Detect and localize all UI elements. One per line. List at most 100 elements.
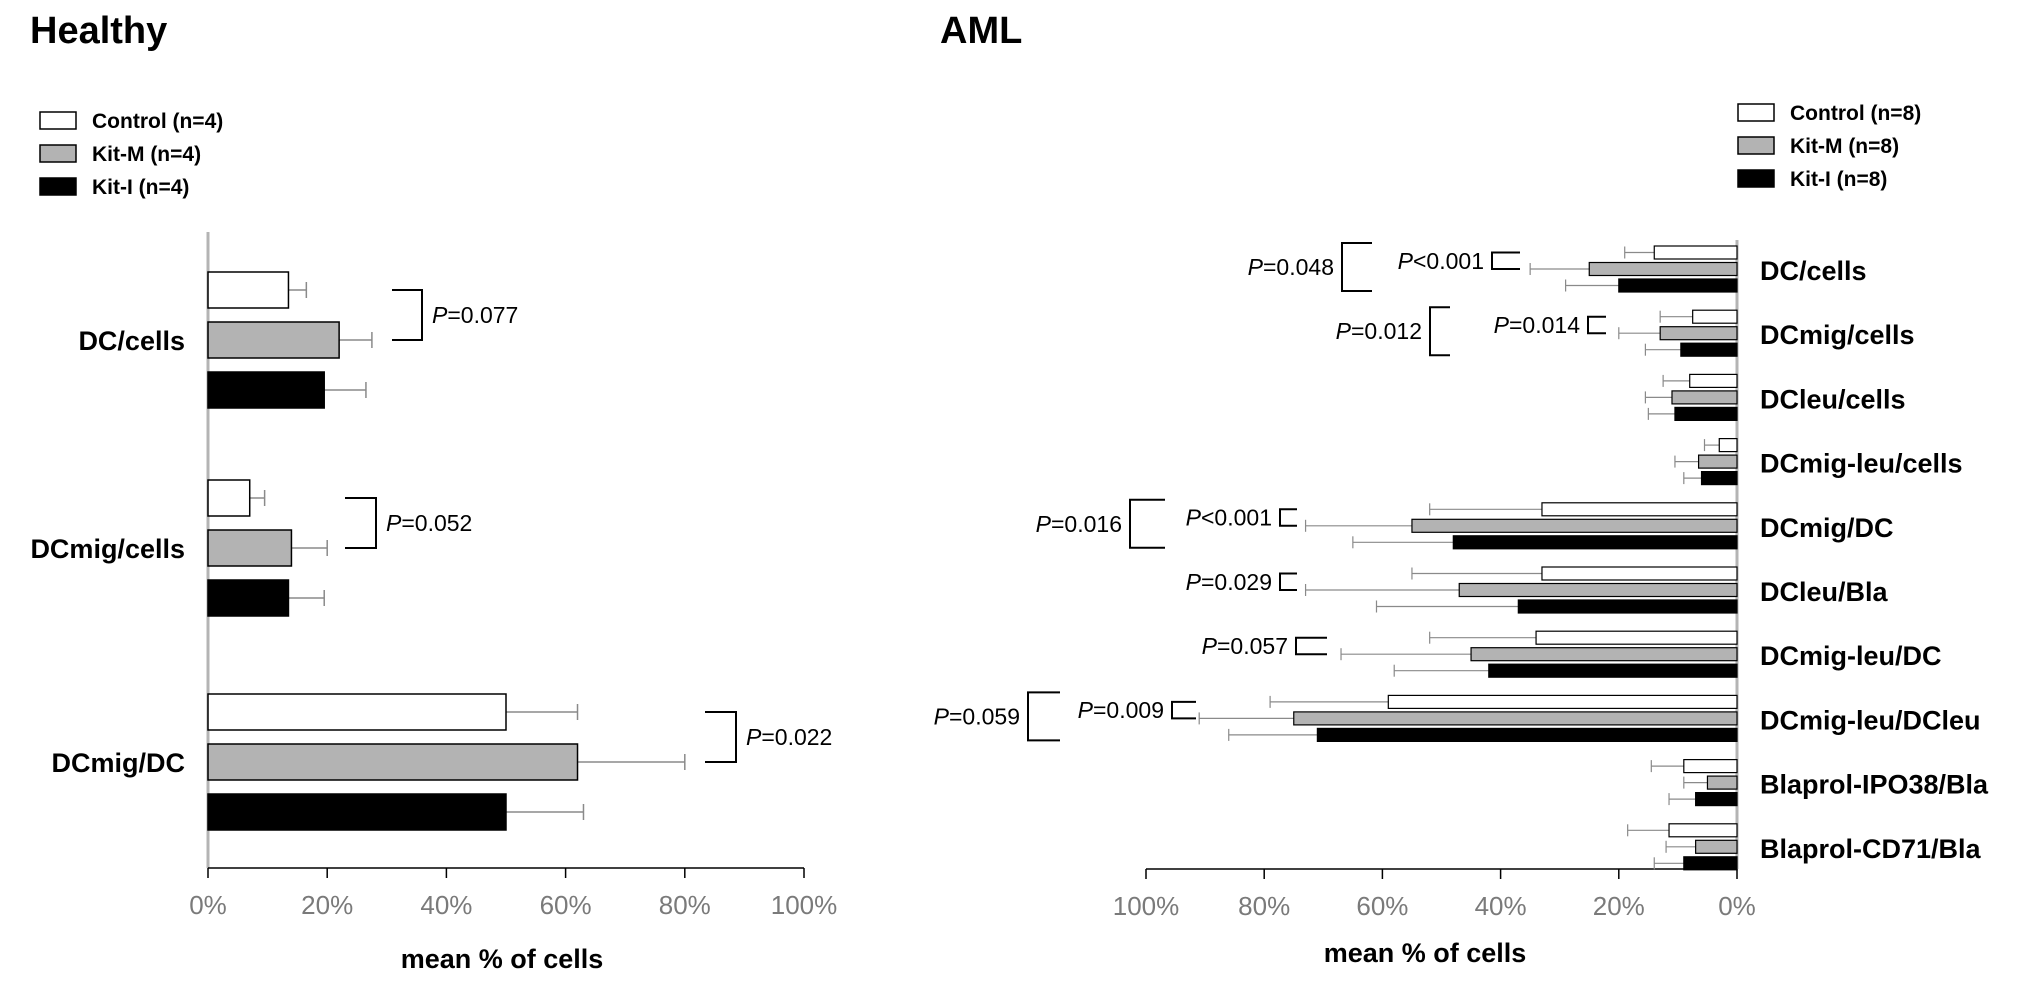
healthy-p-value-value: =0.052 [401,510,472,536]
aml-p-value-value: =0.059 [949,703,1020,729]
aml-chart: Control (n=8)Kit-M (n=8)Kit-I (n=8)100%8… [934,102,1989,921]
aml-p-value: P<0.001 [1398,248,1484,274]
aml-significance-bracket [1171,700,1196,720]
aml-legend-swatch-kit-m [1737,136,1775,155]
aml-x-tick-label: 80% [1238,891,1290,921]
aml-p-value: P=0.059 [934,703,1020,729]
aml-bar-kit-m [1697,454,1738,469]
aml-bar-control [1668,823,1738,838]
aml-bar-kit-m [1293,711,1738,726]
aml-bar-control [1541,566,1738,581]
aml-p-value-value: =0.057 [1217,633,1288,659]
healthy-chart: Control (n=4)Kit-M (n=4)Kit-I (n=4)0%20%… [30,110,837,920]
aml-p-value-value: =0.014 [1509,312,1580,338]
healthy-bar-kit-i [207,371,325,409]
aml-bar-kit-m [1588,261,1738,277]
healthy-significance-bracket [345,497,377,549]
healthy-bar-kit-i [207,579,290,617]
healthy-x-tick-label: 60% [540,890,592,920]
aml-p-value-value: =0.029 [1201,569,1272,595]
aml-title: AML [940,10,1022,52]
aml-significance-bracket [1279,572,1297,591]
aml-category-label-dcmig-leu-cells: DCmig-leu/cells [1760,449,1963,479]
aml-bar-kit-i [1680,342,1738,357]
aml-category-label-dcmig-leu-dcleu: DCmig-leu/DCleu [1760,705,1981,735]
healthy-bar-kit-m [207,529,293,567]
aml-significance-bracket [1279,508,1297,527]
healthy-p-value-value: =0.022 [761,724,832,750]
healthy-category-label-dcmig-dc: DCmig/DC [52,748,186,778]
aml-legend-label-control: Control (n=8) [1790,102,1921,125]
healthy-p-value: P=0.052 [386,510,472,536]
aml-p-value: P=0.029 [1186,569,1272,595]
aml-bar-kit-m [1695,839,1738,854]
aml-bar-kit-i [1618,278,1738,293]
aml-legend-swatch-kit-i [1737,169,1775,188]
healthy-legend-label-kit-m: Kit-M (n=4) [92,143,201,166]
aml-significance-bracket [1129,498,1165,549]
aml-category-label-dcleu-cells: DCleu/cells [1760,384,1906,414]
healthy-bar-control [207,693,507,731]
aml-p-value-p: P [1078,697,1094,723]
aml-significance-bracket [1491,251,1520,270]
healthy-legend-swatch-kit-i [39,177,77,196]
healthy-bar-kit-m [207,321,340,359]
healthy-category-label-dc-cells: DC/cells [78,326,185,356]
healthy-p-value-p: P [746,724,762,750]
healthy-bar-control [207,479,251,517]
aml-p-value: P=0.016 [1036,511,1122,537]
aml-bar-control [1683,758,1738,774]
aml-p-value-p: P [1186,569,1202,595]
aml-bar-kit-i [1683,856,1738,871]
aml-category-label-dcmig-leu-dc: DCmig-leu/DC [1760,641,1942,671]
aml-legend-swatch-control [1737,103,1775,122]
aml-category-label-dcmig-dc: DCmig/DC [1760,513,1894,543]
aml-p-value: P=0.009 [1078,697,1164,723]
healthy-p-value: P=0.022 [746,724,832,750]
healthy-x-tick-label: 40% [420,890,472,920]
aml-p-value-value: =0.009 [1093,697,1164,723]
aml-bar-kit-i [1488,663,1738,678]
aml-bar-kit-m [1706,775,1738,790]
aml-legend-label-kit-i: Kit-I (n=8) [1790,168,1887,191]
healthy-bar-kit-i [207,793,507,831]
aml-p-value-p: P [934,703,950,729]
aml-category-label-blaprol-ipo38-bla: Blaprol-IPO38/Bla [1760,770,1989,800]
aml-bar-kit-i [1452,535,1738,550]
healthy-x-tick-label: 20% [301,890,353,920]
aml-bar-kit-m [1470,647,1738,662]
aml-bar-kit-m [1671,390,1738,405]
healthy-x-tick-label: 100% [771,890,838,920]
aml-x-tick-label: 60% [1356,891,1408,921]
aml-x-tick-label: 40% [1475,891,1527,921]
aml-significance-bracket [1027,691,1060,742]
healthy-p-value-p: P [386,510,402,536]
aml-category-label-dcmig-cells: DCmig/cells [1760,320,1915,350]
healthy-x-tick-label: 0% [189,890,227,920]
aml-x-tick-label: 0% [1718,891,1756,921]
healthy-p-value-value: =0.077 [447,302,518,328]
aml-x-tick-label: 20% [1593,891,1645,921]
aml-bar-kit-m [1659,326,1738,341]
aml-p-value: P=0.014 [1494,312,1581,338]
aml-bar-kit-m [1411,518,1738,533]
aml-category-label-blaprol-cd71-bla: Blaprol-CD71/Bla [1760,834,1982,864]
aml-p-value-value: <0.001 [1413,248,1484,274]
aml-p-value: P=0.048 [1248,254,1334,280]
aml-significance-bracket [1295,636,1327,656]
healthy-p-value: P=0.077 [432,302,518,328]
aml-x-tick-label: 100% [1113,891,1180,921]
aml-p-value-p: P [1202,633,1218,659]
aml-p-value: P=0.012 [1336,318,1422,344]
aml-bar-kit-i [1316,727,1738,743]
aml-bar-kit-i [1700,471,1738,486]
aml-bar-control [1689,373,1738,388]
aml-significance-bracket [1429,306,1450,357]
aml-bar-control [1692,309,1738,324]
aml-significance-bracket [1587,315,1606,335]
healthy-legend-label-control: Control (n=4) [92,110,223,133]
healthy-category-label-dcmig-cells: DCmig/cells [30,534,185,564]
aml-bar-control [1535,630,1738,645]
aml-p-value-value: =0.012 [1351,318,1422,344]
